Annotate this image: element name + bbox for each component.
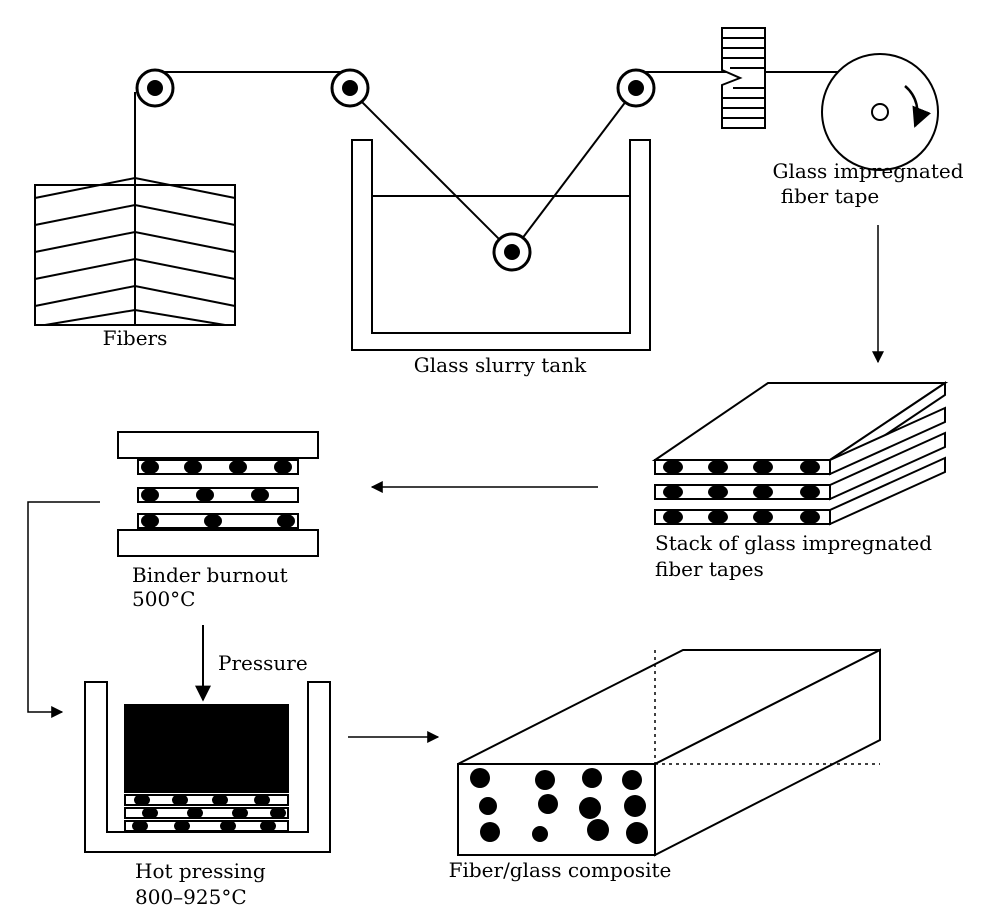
fibers-label: Fibers bbox=[103, 326, 168, 350]
burnout-label-line2: 500°C bbox=[132, 587, 195, 611]
pulley-3 bbox=[616, 68, 656, 108]
slurry-tank-label: Glass slurry tank bbox=[414, 353, 587, 377]
hot-press-die bbox=[84, 681, 331, 853]
arrow-to-hot-press bbox=[27, 501, 100, 718]
tape-label-line2: fiber tape bbox=[781, 184, 880, 208]
burnout-label-line1: Binder burnout bbox=[132, 563, 288, 587]
stack-label-line1: Stack of glass impregnated bbox=[655, 531, 932, 555]
composite-label: Fiber/glass composite bbox=[449, 858, 672, 882]
hot-press-label-line2: 800–925°C bbox=[135, 885, 247, 909]
tape-label-line1: Glass impregnated bbox=[772, 159, 963, 183]
pulley-1 bbox=[135, 68, 175, 108]
slurry-tank bbox=[351, 139, 651, 351]
composite-block bbox=[457, 648, 881, 857]
hot-press-label-line1: Hot pressing bbox=[135, 859, 266, 883]
burnout-press bbox=[117, 431, 319, 557]
fiber-spool bbox=[34, 176, 236, 326]
tape-stack bbox=[651, 381, 949, 526]
stack-label-line2: fiber tapes bbox=[655, 557, 764, 581]
pulley-submerged bbox=[492, 232, 532, 272]
take-up-reel bbox=[821, 53, 939, 171]
heater-block bbox=[721, 27, 766, 129]
pressure-label: Pressure bbox=[218, 651, 308, 675]
pulley-2 bbox=[330, 68, 370, 108]
